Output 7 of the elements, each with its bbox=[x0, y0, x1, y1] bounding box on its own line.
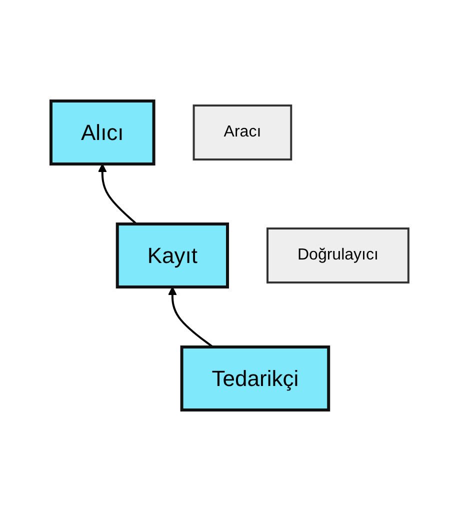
node-box: Doğrulayıcı bbox=[266, 227, 410, 283]
arrow bbox=[98, 163, 138, 224]
node-box: Kayıt bbox=[116, 222, 230, 288]
node-box: Alıcı bbox=[50, 99, 156, 165]
node-box: Aracı bbox=[193, 104, 292, 160]
arrow bbox=[168, 286, 214, 348]
node-box: Tedarikçi bbox=[180, 345, 330, 411]
